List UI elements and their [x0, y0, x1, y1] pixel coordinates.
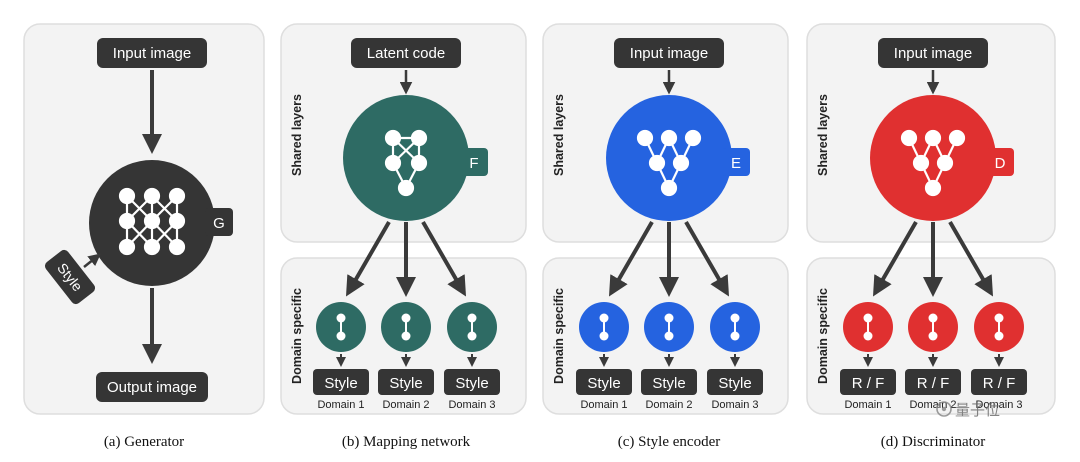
generator-block: Input image G	[44, 38, 233, 402]
mapping-domain-head-3	[447, 302, 497, 352]
watermark-text: 量子位	[955, 402, 1000, 419]
mapping-output-box-2	[378, 369, 434, 395]
encoder-output-label-2: Style	[652, 375, 685, 392]
encoder-domain-name-1: Domain 1	[580, 399, 627, 411]
discriminator-domain-head-2	[908, 302, 958, 352]
encoder-output-box-1	[576, 369, 632, 395]
discriminator-network-circle	[870, 95, 996, 221]
discriminator-input-label: Input image	[894, 45, 972, 62]
discriminator-output-label-2: R / F	[917, 375, 950, 392]
generator-input-box	[97, 38, 207, 68]
discriminator-domain-label: Domain specific	[816, 288, 830, 384]
mapping-domain-name-1: Domain 1	[317, 399, 364, 411]
mapping-output-box-1	[313, 369, 369, 395]
encoder-input-label: Input image	[630, 45, 708, 62]
discriminator-output-label-3: R / F	[983, 375, 1016, 392]
generator-net-icon	[118, 187, 186, 256]
mapping-domain-head-2	[381, 302, 431, 352]
mapping-output-box-3	[444, 369, 500, 395]
discriminator-domain-name-1: Domain 1	[844, 399, 891, 411]
generator-letter: G	[213, 215, 225, 232]
discriminator-letter-tag	[986, 148, 1014, 176]
mapping-domain-label: Domain specific	[290, 288, 304, 384]
generator-output-box	[96, 372, 208, 402]
mapping-domain-name-2: Domain 2	[382, 399, 429, 411]
generator-letter-tag	[205, 208, 233, 236]
mapping-domain-name-3: Domain 3	[448, 399, 495, 411]
caption-discriminator: (d) Discriminator	[881, 434, 986, 450]
discriminator-output-box-3	[971, 369, 1027, 395]
discriminator-net-icon	[900, 129, 966, 197]
encoder-domain-name-2: Domain 2	[645, 399, 692, 411]
discriminator-domain-head-1	[843, 302, 893, 352]
mapping-output-label-2: Style	[389, 375, 422, 392]
mapping-output-label-3: Style	[455, 375, 488, 392]
caption-generator: (a) Generator	[104, 434, 184, 450]
mapping-network-circle	[343, 95, 469, 221]
encoder-domain-head-3	[710, 302, 760, 352]
encoder-output-label-1: Style	[587, 375, 620, 392]
discriminator-output-box-2	[905, 369, 961, 395]
watermark: 量子位	[936, 401, 1000, 419]
discriminator-output-box-1	[840, 369, 896, 395]
mapping-letter: F	[469, 155, 478, 172]
discriminator-domain-head-3	[974, 302, 1024, 352]
encoder-domain-head-2	[644, 302, 694, 352]
discriminator-output-label-1: R / F	[852, 375, 885, 392]
discriminator-input-box	[878, 38, 988, 68]
mapping-shared-label: Shared layers	[290, 94, 304, 176]
mapping-input-box	[351, 38, 461, 68]
encoder-network-circle	[606, 95, 732, 221]
caption-encoder: (c) Style encoder	[618, 434, 720, 450]
mapping-domain-head-1	[316, 302, 366, 352]
encoder-domain-label: Domain specific	[552, 288, 566, 384]
encoder-output-label-3: Style	[718, 375, 751, 392]
watermark-logo-icon	[936, 401, 952, 417]
encoder-shared-label: Shared layers	[552, 94, 566, 176]
discriminator-domain-name-3: Domain 3	[975, 399, 1022, 411]
mapping-net-icon	[384, 129, 428, 197]
encoder-domain-head-1	[579, 302, 629, 352]
encoder-net-icon	[636, 129, 702, 197]
discriminator-block: Shared layers Domain specific Input imag…	[816, 38, 1027, 419]
encoder-output-box-2	[641, 369, 697, 395]
encoder-output-box-3	[707, 369, 763, 395]
mapping-input-label: Latent code	[367, 45, 445, 62]
generator-input-label: Input image	[113, 45, 191, 62]
encoder-block: Shared layers Domain specific Input imag…	[552, 38, 763, 411]
discriminator-letter: D	[995, 155, 1006, 172]
encoder-domain-name-3: Domain 3	[711, 399, 758, 411]
caption-mapping: (b) Mapping network	[342, 434, 471, 450]
mapping-letter-tag	[460, 148, 488, 176]
mapping-output-label-1: Style	[324, 375, 357, 392]
discriminator-shared-label: Shared layers	[816, 94, 830, 176]
generator-output-label: Output image	[107, 379, 197, 396]
encoder-input-box	[614, 38, 724, 68]
encoder-letter-tag	[722, 148, 750, 176]
mapping-block: Shared layers Domain specific Latent cod…	[290, 38, 500, 411]
encoder-letter: E	[731, 155, 741, 172]
